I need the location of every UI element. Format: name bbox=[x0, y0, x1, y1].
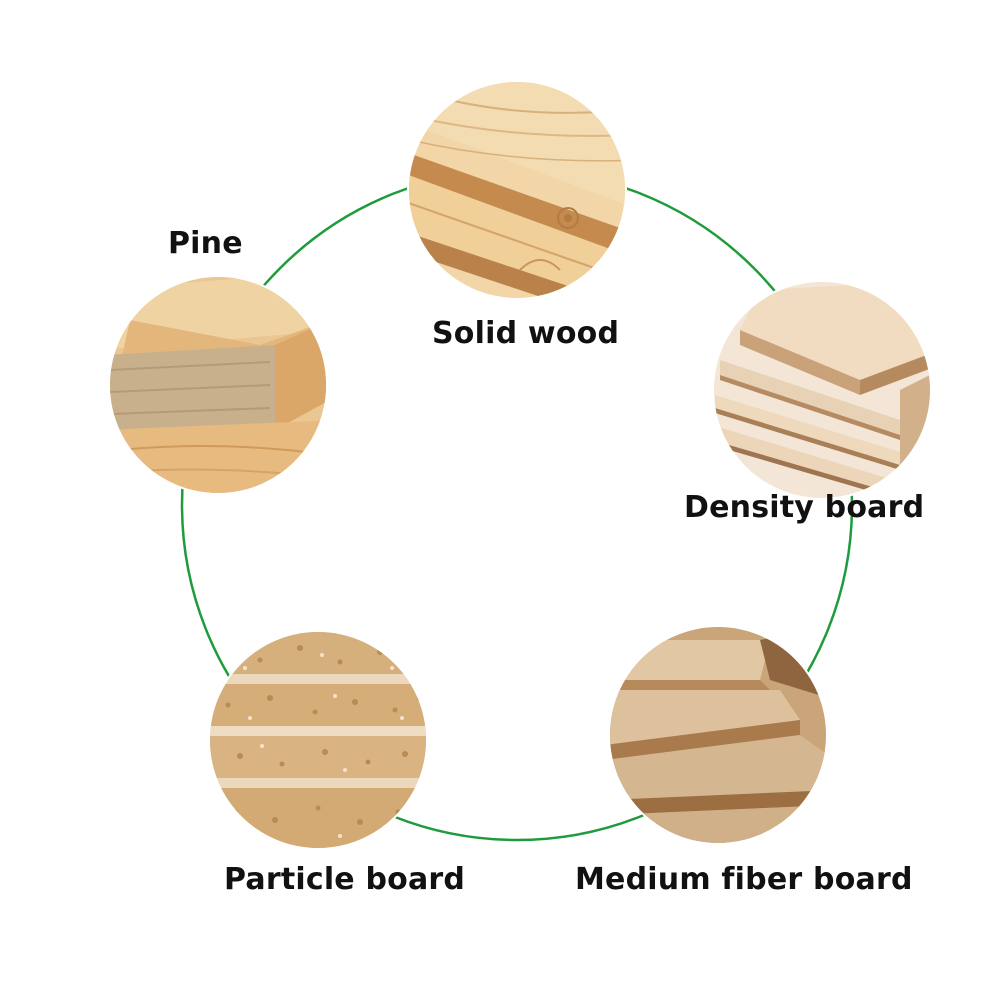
particle-board-label: Particle board bbox=[224, 862, 466, 897]
pine-image bbox=[108, 275, 328, 495]
density-board-label: Density board bbox=[684, 490, 925, 525]
particle-board-image bbox=[208, 630, 428, 850]
density-board-image bbox=[712, 280, 932, 500]
pine-label: Pine bbox=[168, 226, 243, 261]
medium-fiber-board-label: Medium fiber board bbox=[575, 862, 913, 897]
solid-wood-image bbox=[407, 80, 627, 300]
medium-fiber-board-image bbox=[608, 625, 828, 845]
solid-wood-label: Solid wood bbox=[432, 316, 620, 351]
